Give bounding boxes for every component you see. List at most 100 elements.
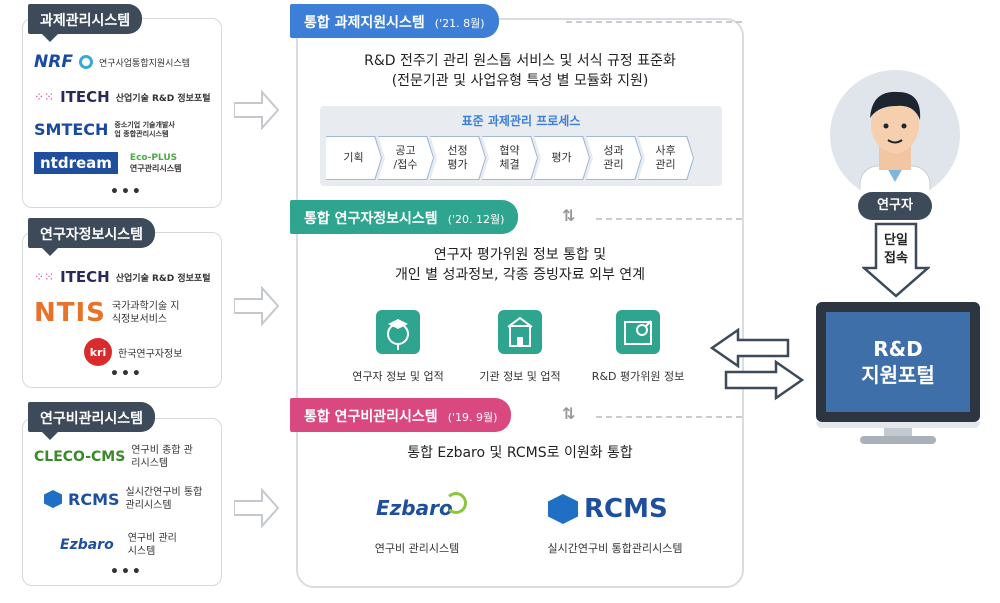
portal-title: R&D 지원포털: [861, 337, 935, 387]
itech-desc: 산업기술 R&D 정보포털: [115, 273, 211, 284]
sync-arrows-icon: ⇅: [562, 404, 576, 423]
itech-logo: ITECH: [60, 268, 110, 286]
researcher-info-more: •••: [110, 366, 143, 382]
rcms-logo: RCMS: [68, 489, 120, 509]
kri-logo-row: kri 한국연구자정보: [84, 338, 182, 366]
integrated-systems-panel: [296, 18, 744, 588]
researcher-info-panel-title: 연구자정보시스템: [28, 218, 156, 256]
researcher-info-date: ('20. 12월): [447, 213, 505, 226]
itech-logo: ITECH: [60, 88, 110, 106]
task-mgmt-panel-title: 과제관리시스템: [28, 4, 143, 42]
process-step-label: 선정 평가: [430, 137, 485, 179]
researcher-desc1: 연구자 평가위원 정보 통합 및: [433, 247, 607, 263]
avatar: [830, 70, 960, 200]
task-support-desc1: R&D 전주기 관리 원스톱 서비스 및 서식 규정 표준화: [364, 53, 676, 69]
task-mgmt-panel: [22, 18, 222, 208]
institution-icon: [498, 310, 542, 354]
rcms-desc: 실시간연구비 통합관리시스템: [125, 487, 203, 511]
arrow-right-icon: [234, 90, 280, 130]
itech-dots-icon: ⁘⁙: [34, 270, 55, 284]
process-step-label: 성과 관리: [586, 137, 641, 179]
cleco-logo: CLECO-CMS: [34, 449, 126, 465]
researcher-info-header: 통합 연구자정보시스템 ('20. 12월): [290, 200, 519, 234]
process-step-label: 평가: [534, 137, 589, 179]
process-step: 기획: [326, 136, 382, 180]
nrf-logo: NRF: [34, 52, 73, 72]
fund-mgmt-more: •••: [110, 564, 143, 580]
fund-mgmt-header: 통합 연구비관리시스템 ('19. 9월): [290, 398, 512, 432]
rcms-label: 실시간연구비 통합관리시스템: [547, 542, 683, 555]
researcher-profile-label: 연구자 정보 및 업적: [352, 370, 444, 383]
process-step: 평가: [534, 136, 590, 180]
rcms-logo: RCMS: [584, 494, 668, 524]
arrow-right-icon: [234, 286, 280, 326]
fund-mgmt-title: 통합 연구비관리시스템: [304, 409, 438, 425]
process-step-label: 기획: [326, 137, 381, 179]
divider: [596, 416, 742, 418]
researcher-info-panel: [22, 232, 222, 388]
fund-mgmt-panel-title: 연구비관리시스템: [28, 402, 156, 440]
process-step: 성과 관리: [586, 136, 642, 180]
task-support-title: 통합 과제지원시스템: [304, 15, 425, 31]
process-title: 표준 과제관리 프로세스: [461, 114, 581, 128]
kri-desc: 한국연구자정보: [118, 348, 183, 360]
ezbaro-logo: Ezbaro: [376, 496, 453, 520]
rcms-hex-icon: [548, 494, 578, 524]
smtech-logo: SMTECH: [34, 120, 109, 139]
itech-logo-row-1: ⁘⁙ ITECH 산업기술 R&D 정보포털: [34, 88, 211, 106]
ezbaro-label: 연구비 관리시스템: [374, 542, 460, 555]
ezbaro-swoosh-icon: [444, 492, 467, 514]
rcms-logo-center: RCMS: [548, 494, 668, 524]
smtech-desc: 중소기업 기술개발사업 종합관리시스템: [114, 120, 175, 138]
process-step: 선정 평가: [430, 136, 486, 180]
task-mgmt-more: •••: [110, 184, 143, 200]
process-step-label: 공고 /접수: [378, 137, 433, 179]
portal-monitor: R&D 지원포털: [816, 302, 980, 422]
kri-logo: kri: [84, 338, 112, 366]
ezbaro-logo-row-left: Ezbaro 연구비 관리시스템: [60, 532, 184, 558]
portal-screen[interactable]: R&D 지원포털: [826, 312, 970, 412]
rcms-hex-icon: [44, 490, 62, 508]
nrf-swirl-icon: [78, 55, 93, 69]
task-support-date: ('21. 8월): [434, 17, 485, 30]
bidirectional-arrow-icon: [709, 327, 805, 401]
ecoplus-logo: Eco-PLUS: [129, 152, 178, 163]
itech-dots-icon: ⁘⁙: [34, 90, 55, 104]
cleco-desc: 연구비 종합 관리시스템: [131, 445, 193, 469]
itech-logo-row-2: ⁘⁙ ITECH 산업기술 R&D 정보포털: [34, 268, 211, 286]
single-access-label: 단일 접속: [884, 233, 908, 266]
researcher-desc2: 개인 별 성과정보, 각종 증빙자료 외부 연계: [394, 267, 646, 283]
ntis-logo: NTIS: [34, 298, 106, 328]
ntis-desc: 국가과학기술 지식정보서비스: [111, 301, 180, 325]
ntdream-logo: ntdream: [34, 152, 118, 174]
process-step: 사후 관리: [638, 136, 694, 180]
nrf-desc: 연구사업통합지원시스템: [98, 58, 191, 69]
arrow-right-icon: [234, 488, 280, 528]
ecoplus-desc: 연구관리시스템: [129, 163, 182, 173]
process-box: 표준 과제관리 프로세스 기획 공고 /접수 선정 평가 협약 체결 평가 성과…: [320, 106, 722, 186]
task-support-desc2: (전문기관 및 사업유형 특성 별 모듈화 지원): [391, 73, 649, 89]
fund-desc: 통합 Ezbaro 및 RCMS로 이원화 통합: [407, 445, 633, 461]
researcher-profile-icon: [376, 310, 420, 354]
itech-desc: 산업기술 R&D 정보포털: [115, 93, 211, 104]
ecoplus-logo-group: Eco-PLUS 연구관리시스템: [130, 153, 182, 174]
researcher-badge: 연구자: [858, 192, 932, 220]
process-step-label: 사후 관리: [638, 137, 693, 179]
fund-mgmt-date: ('19. 9월): [447, 411, 498, 424]
researcher-info-title: 통합 연구자정보시스템: [304, 211, 438, 227]
process-steps: 기획 공고 /접수 선정 평가 협약 체결 평가 성과 관리 사후 관리: [326, 136, 694, 180]
ezbaro-logo: Ezbaro: [60, 537, 114, 553]
arrow-down-icon: [862, 222, 930, 298]
divider: [596, 218, 742, 220]
task-support-header: 통합 과제지원시스템 ('21. 8월): [290, 4, 499, 38]
process-step: 협약 체결: [482, 136, 538, 180]
process-step: 공고 /접수: [378, 136, 434, 180]
sync-arrows-icon: ⇅: [562, 206, 576, 225]
monitor-base: [860, 436, 936, 444]
nrf-logo-row: NRF 연구사업통합지원시스템: [34, 52, 190, 72]
divider: [566, 21, 742, 23]
ntdream-logo-row: ntdream Eco-PLUS 연구관리시스템: [34, 152, 181, 174]
evaluator-label: R&D 평가위원 정보: [591, 370, 685, 383]
ezbaro-logo-center: Ezbaro: [376, 492, 467, 520]
monitor-stand-bar: [816, 422, 980, 428]
